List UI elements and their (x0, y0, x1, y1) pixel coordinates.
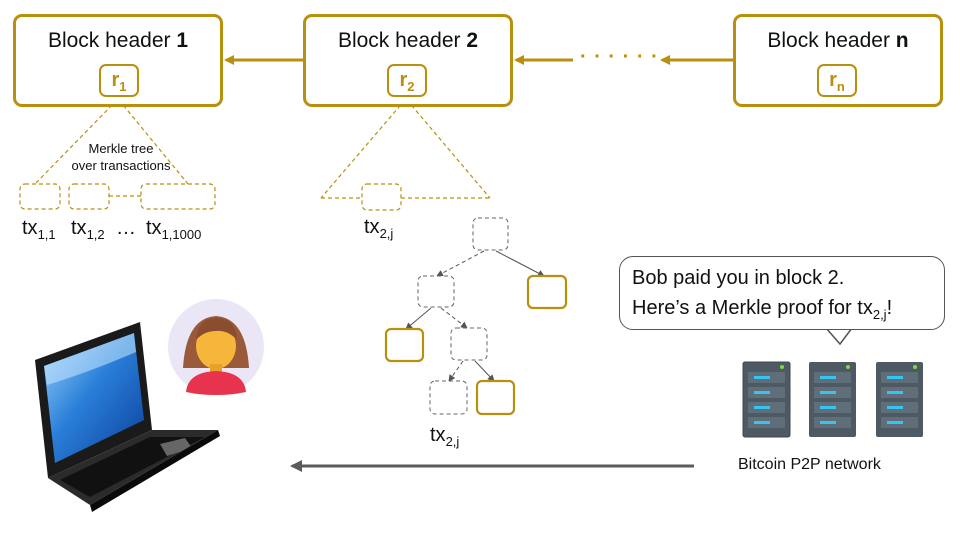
proof-level1-left-node (417, 275, 455, 308)
block1-tx-node-1 (19, 183, 61, 210)
proof-level2-sibling-node (384, 327, 425, 363)
proof-leaf-node (429, 380, 468, 415)
server-icon (742, 361, 791, 438)
speech-bubble: Bob paid you in block 2. Here’s a Merkle… (619, 256, 945, 330)
block-header-2: Block header 2 r2 (303, 14, 513, 107)
block-header-1-title: Block header 1 (47, 29, 189, 52)
tx-label-2-j: tx2,j (364, 216, 394, 241)
tx-label-1-1: tx1,1 (22, 217, 56, 242)
merkle2-edge-right (406, 99, 491, 199)
bubble-line-2: Here’s a Merkle proof for tx2,j! (632, 297, 893, 322)
network-label: Bitcoin P2P network (738, 456, 881, 473)
server-icon (876, 362, 923, 437)
tx-label-1-1000: tx1,1000 (146, 217, 202, 242)
block-header-2-title: Block header 2 (337, 29, 479, 52)
merkle-root-r1: r1 (99, 64, 139, 97)
user-avatar-icon (168, 299, 264, 395)
proof-root-node (472, 217, 509, 251)
block1-tx-node-2 (68, 183, 110, 210)
merkle2-edge-left (320, 99, 406, 199)
proof-leaf-sibling-node (475, 379, 516, 416)
merkle-root-rn: rn (817, 64, 857, 97)
block-header-n-title: Block header n (767, 29, 909, 52)
server-icon (809, 362, 856, 437)
block-header-n: Block header n rn (733, 14, 943, 107)
merkle-tree-caption: Merkle tree over transactions (71, 141, 171, 173)
merkle-root-r2: r2 (387, 64, 427, 97)
proof-level1-sibling-node (526, 274, 568, 310)
bubble-line-1: Bob paid you in block 2. (632, 267, 845, 289)
block-header-1: Block header 1 r1 (13, 14, 223, 107)
tx-label-1-2: tx1,2 (71, 217, 105, 242)
merkle-proof-tree (384, 217, 568, 416)
merkle1-edge-left (34, 99, 118, 185)
proof-level2-right-node (450, 327, 488, 361)
chain-ellipsis: · · · · · · (580, 46, 659, 68)
bubble-tail (825, 327, 853, 346)
block2-tx-node (361, 183, 402, 211)
tx-ellipsis: … (116, 217, 136, 239)
block1-tx-node-1000 (140, 183, 216, 210)
proof-leaf-label: tx2,j (430, 424, 460, 449)
laptop-icon (35, 322, 220, 512)
